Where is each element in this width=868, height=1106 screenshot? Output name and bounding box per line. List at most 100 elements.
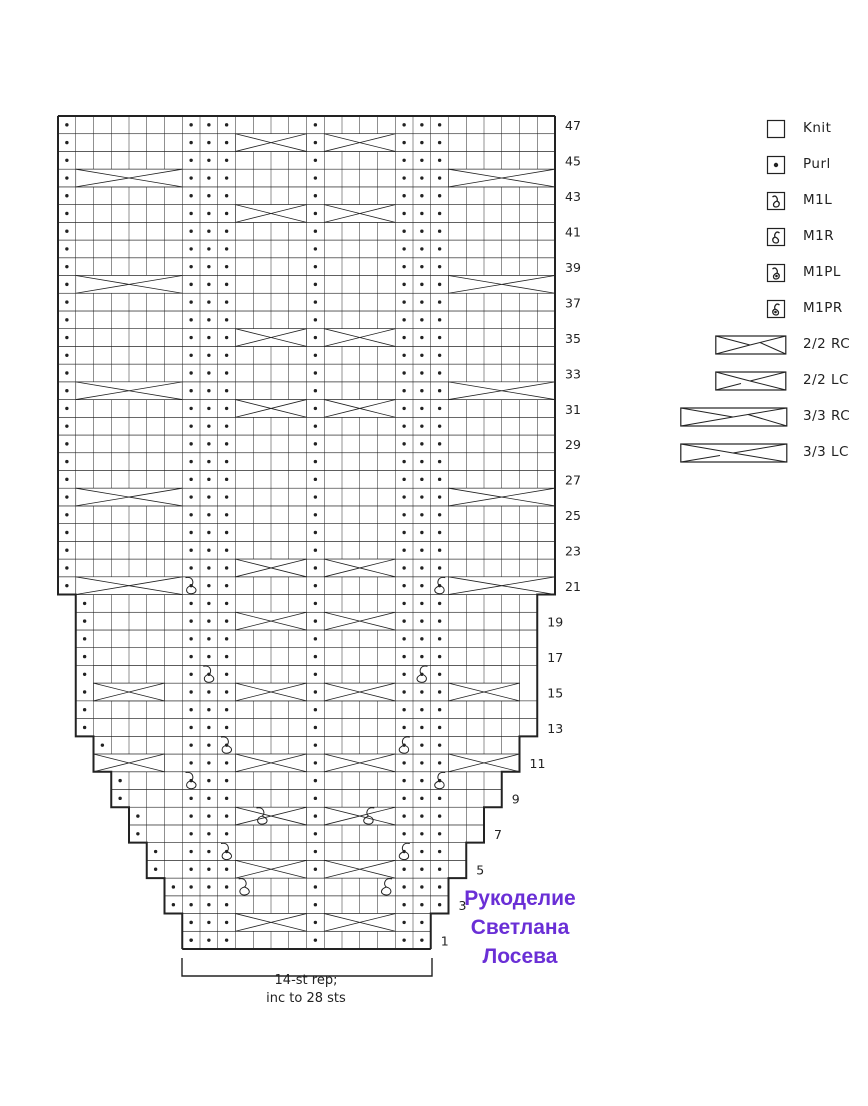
purl-dot	[207, 442, 211, 446]
increase-loop	[363, 807, 375, 825]
purl-dot	[313, 371, 318, 375]
chart-outline-left	[57, 116, 184, 949]
purl-dot	[437, 158, 442, 163]
purl-dot	[313, 389, 318, 393]
cable-line	[324, 611, 360, 622]
purl-dot	[207, 264, 211, 269]
purl-dot	[402, 867, 406, 871]
purl-dot	[189, 247, 193, 251]
purl-dot	[207, 725, 211, 730]
purl-dot	[189, 814, 193, 818]
purl-dot	[224, 513, 229, 517]
cable-line	[235, 133, 272, 143]
purl-dot	[420, 158, 424, 163]
purl-dot	[118, 796, 122, 801]
purl-dot	[402, 637, 406, 641]
cable-2-2-rc-icon	[715, 335, 787, 355]
cable-line	[128, 390, 183, 400]
purl-dot	[207, 513, 211, 517]
purl-dot	[313, 832, 318, 836]
purl-dot	[189, 353, 193, 357]
cable-line	[501, 381, 556, 392]
row-number: 29	[565, 437, 581, 452]
cable-line	[235, 691, 272, 702]
purl-dot	[65, 353, 69, 357]
purl-dot	[402, 211, 406, 216]
purl-dot	[420, 424, 424, 428]
purl-dot	[224, 176, 229, 180]
cable-line	[359, 408, 396, 418]
purl-dot	[224, 459, 229, 464]
purl-dot	[65, 548, 69, 552]
increase-loop	[398, 736, 410, 754]
purl-dot	[207, 548, 211, 552]
purl-dot	[402, 761, 406, 765]
purl-dot	[437, 690, 442, 694]
cable-line	[75, 576, 130, 587]
legend-item-2-2-lc: 2/2 LC	[660, 368, 868, 392]
purl-dot	[437, 867, 442, 871]
purl-dot	[224, 708, 229, 712]
chart-outline-right	[429, 116, 556, 949]
purl-dot	[82, 601, 87, 606]
cable-line	[501, 168, 556, 179]
purl-dot	[136, 814, 140, 818]
purl-dot	[437, 672, 442, 676]
purl-dot	[437, 211, 442, 216]
purl-dot	[437, 140, 442, 145]
purl-dot	[224, 123, 229, 127]
purl-dot	[207, 406, 211, 411]
purl-dot	[207, 229, 211, 233]
cable-line	[324, 328, 360, 338]
cable-line	[501, 275, 556, 285]
cable-line	[501, 576, 556, 587]
purl-dot	[313, 530, 318, 535]
purl-dot	[313, 902, 318, 907]
cable-line	[448, 762, 485, 773]
cable-line	[324, 142, 360, 152]
purl-dot	[437, 601, 442, 606]
purl-dot	[313, 743, 318, 747]
purl-dot	[65, 300, 69, 304]
cable-line	[270, 337, 307, 347]
increase-loop	[381, 878, 393, 896]
cable-line	[235, 408, 272, 418]
purl-dot	[224, 406, 229, 411]
purl-dot	[65, 371, 69, 375]
purl-dot	[437, 176, 442, 180]
purl-dot	[189, 158, 193, 163]
purl-dot	[207, 247, 211, 251]
purl-dot	[437, 796, 442, 801]
cable-2-2-lc-icon	[715, 371, 787, 391]
cable-line	[324, 815, 360, 826]
purl-dot	[313, 211, 318, 216]
purl-dot	[402, 442, 406, 446]
watermark-line-1: Рукоделие	[464, 887, 576, 910]
purl-dot	[189, 548, 193, 552]
purl-dot	[224, 247, 229, 251]
cable-line	[359, 691, 396, 702]
purl-dot	[82, 619, 87, 623]
purl-dot	[189, 920, 193, 925]
purl-dot	[189, 123, 193, 127]
purl-dot	[207, 459, 211, 464]
cable-line	[128, 576, 183, 587]
purl-dot	[207, 885, 211, 889]
purl-dot	[189, 743, 193, 747]
purl-dot	[82, 672, 87, 676]
purl-dot	[420, 849, 424, 854]
cable-line	[359, 567, 396, 578]
cable-line	[270, 815, 307, 826]
purl-dot	[65, 158, 69, 163]
legend-item-2-2-rc: 2/2 RC	[660, 332, 868, 356]
cable-line	[359, 142, 396, 152]
increase-loop	[416, 665, 428, 683]
purl-dot	[402, 194, 406, 198]
purl-dot	[420, 761, 424, 765]
cable-line	[128, 168, 183, 179]
repeat-label-line-2: inc to 28 sts	[266, 991, 346, 1006]
cable-line	[324, 859, 360, 870]
purl-dot	[437, 548, 442, 552]
purl-dot	[313, 318, 318, 322]
purl-dot	[207, 140, 211, 145]
